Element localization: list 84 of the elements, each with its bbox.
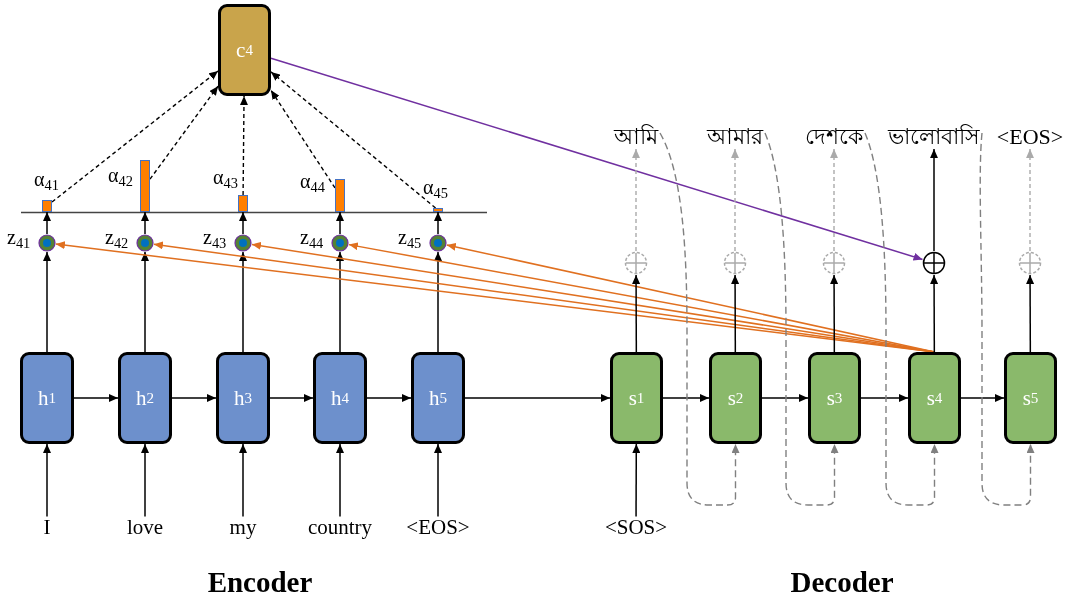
arrow — [51, 70, 219, 203]
arrow — [239, 95, 248, 196]
arrow — [270, 57, 924, 261]
arrow — [930, 274, 939, 353]
arrow — [632, 148, 640, 252]
attention-weight-bar — [140, 160, 150, 212]
sum-operator — [1018, 251, 1042, 275]
arrow — [336, 211, 344, 235]
attention-weight-label: α$_{44}$ — [300, 170, 325, 192]
arrow — [830, 274, 839, 353]
arrow — [960, 394, 1005, 402]
arrow — [171, 394, 217, 402]
arrow — [446, 242, 936, 353]
attention-weight-label: α$_{41}$ — [34, 168, 59, 190]
input-word: my — [229, 516, 257, 540]
arrow — [141, 251, 149, 353]
output-word: আমার — [707, 124, 763, 150]
sum-operator — [922, 251, 946, 275]
attention-weight-label: α$_{42}$ — [108, 164, 133, 186]
arrow — [464, 394, 611, 402]
section-title: Encoder — [207, 566, 313, 599]
arrow — [632, 274, 641, 353]
attention-weight-bar — [42, 200, 52, 212]
score-label: z$_{45}$ — [398, 226, 422, 248]
attention-weight-bar — [238, 195, 248, 212]
arrow — [336, 251, 344, 353]
arrow — [434, 211, 442, 235]
score-node — [234, 234, 252, 252]
arrow — [632, 443, 641, 518]
arrow — [239, 443, 247, 518]
start-token: <SOS> — [604, 516, 668, 540]
attention-weight-bar — [433, 208, 443, 212]
arrow — [366, 394, 412, 402]
section-title: Decoder — [790, 566, 894, 599]
arrow — [659, 132, 740, 506]
arrow — [43, 251, 51, 353]
score-node — [38, 234, 56, 252]
input-word: <EOS> — [406, 516, 470, 540]
arrow — [1026, 274, 1035, 353]
score-node — [429, 234, 447, 252]
score-label: z$_{44}$ — [300, 226, 324, 248]
arrow — [930, 148, 938, 252]
arrow — [149, 85, 219, 180]
arrow — [434, 251, 442, 353]
output-word: <EOS> — [996, 124, 1064, 150]
arrow — [336, 443, 344, 518]
arrow — [141, 211, 149, 235]
arrow — [269, 394, 314, 402]
arrow — [434, 443, 442, 518]
score-node — [136, 234, 154, 252]
arrow — [43, 443, 51, 518]
attention-weight-bar — [335, 179, 345, 212]
arrow — [764, 132, 839, 506]
input-word: I — [43, 516, 51, 540]
arrow — [864, 132, 939, 506]
arrow — [731, 274, 740, 353]
arrow — [830, 148, 838, 252]
sum-operator — [624, 251, 648, 275]
score-label: z$_{43}$ — [203, 226, 227, 248]
arrow — [1026, 148, 1034, 252]
score-label: z$_{42}$ — [105, 226, 129, 248]
sum-operator — [723, 251, 747, 275]
arrow — [270, 89, 336, 189]
arrow — [860, 394, 909, 402]
arrow — [270, 71, 437, 209]
output-word: ভালোবাসি — [888, 124, 980, 150]
arrow — [239, 211, 247, 235]
score-node — [331, 234, 349, 252]
arrow — [43, 211, 51, 235]
attention-weight-label: α$_{45}$ — [423, 176, 448, 198]
arrow — [662, 394, 710, 402]
input-word: love — [126, 516, 164, 540]
arrow — [979, 132, 1035, 506]
input-word: country — [307, 516, 373, 540]
output-word: আমি — [614, 124, 658, 150]
score-label: z$_{41}$ — [7, 226, 31, 248]
output-word: দেশকে — [805, 124, 863, 150]
sum-operator — [822, 251, 846, 275]
attention-weight-label: α$_{43}$ — [213, 166, 238, 188]
arrow — [73, 394, 119, 402]
arrow — [731, 148, 739, 252]
arrow — [141, 443, 149, 518]
arrow — [239, 251, 247, 353]
arrow — [761, 394, 809, 402]
